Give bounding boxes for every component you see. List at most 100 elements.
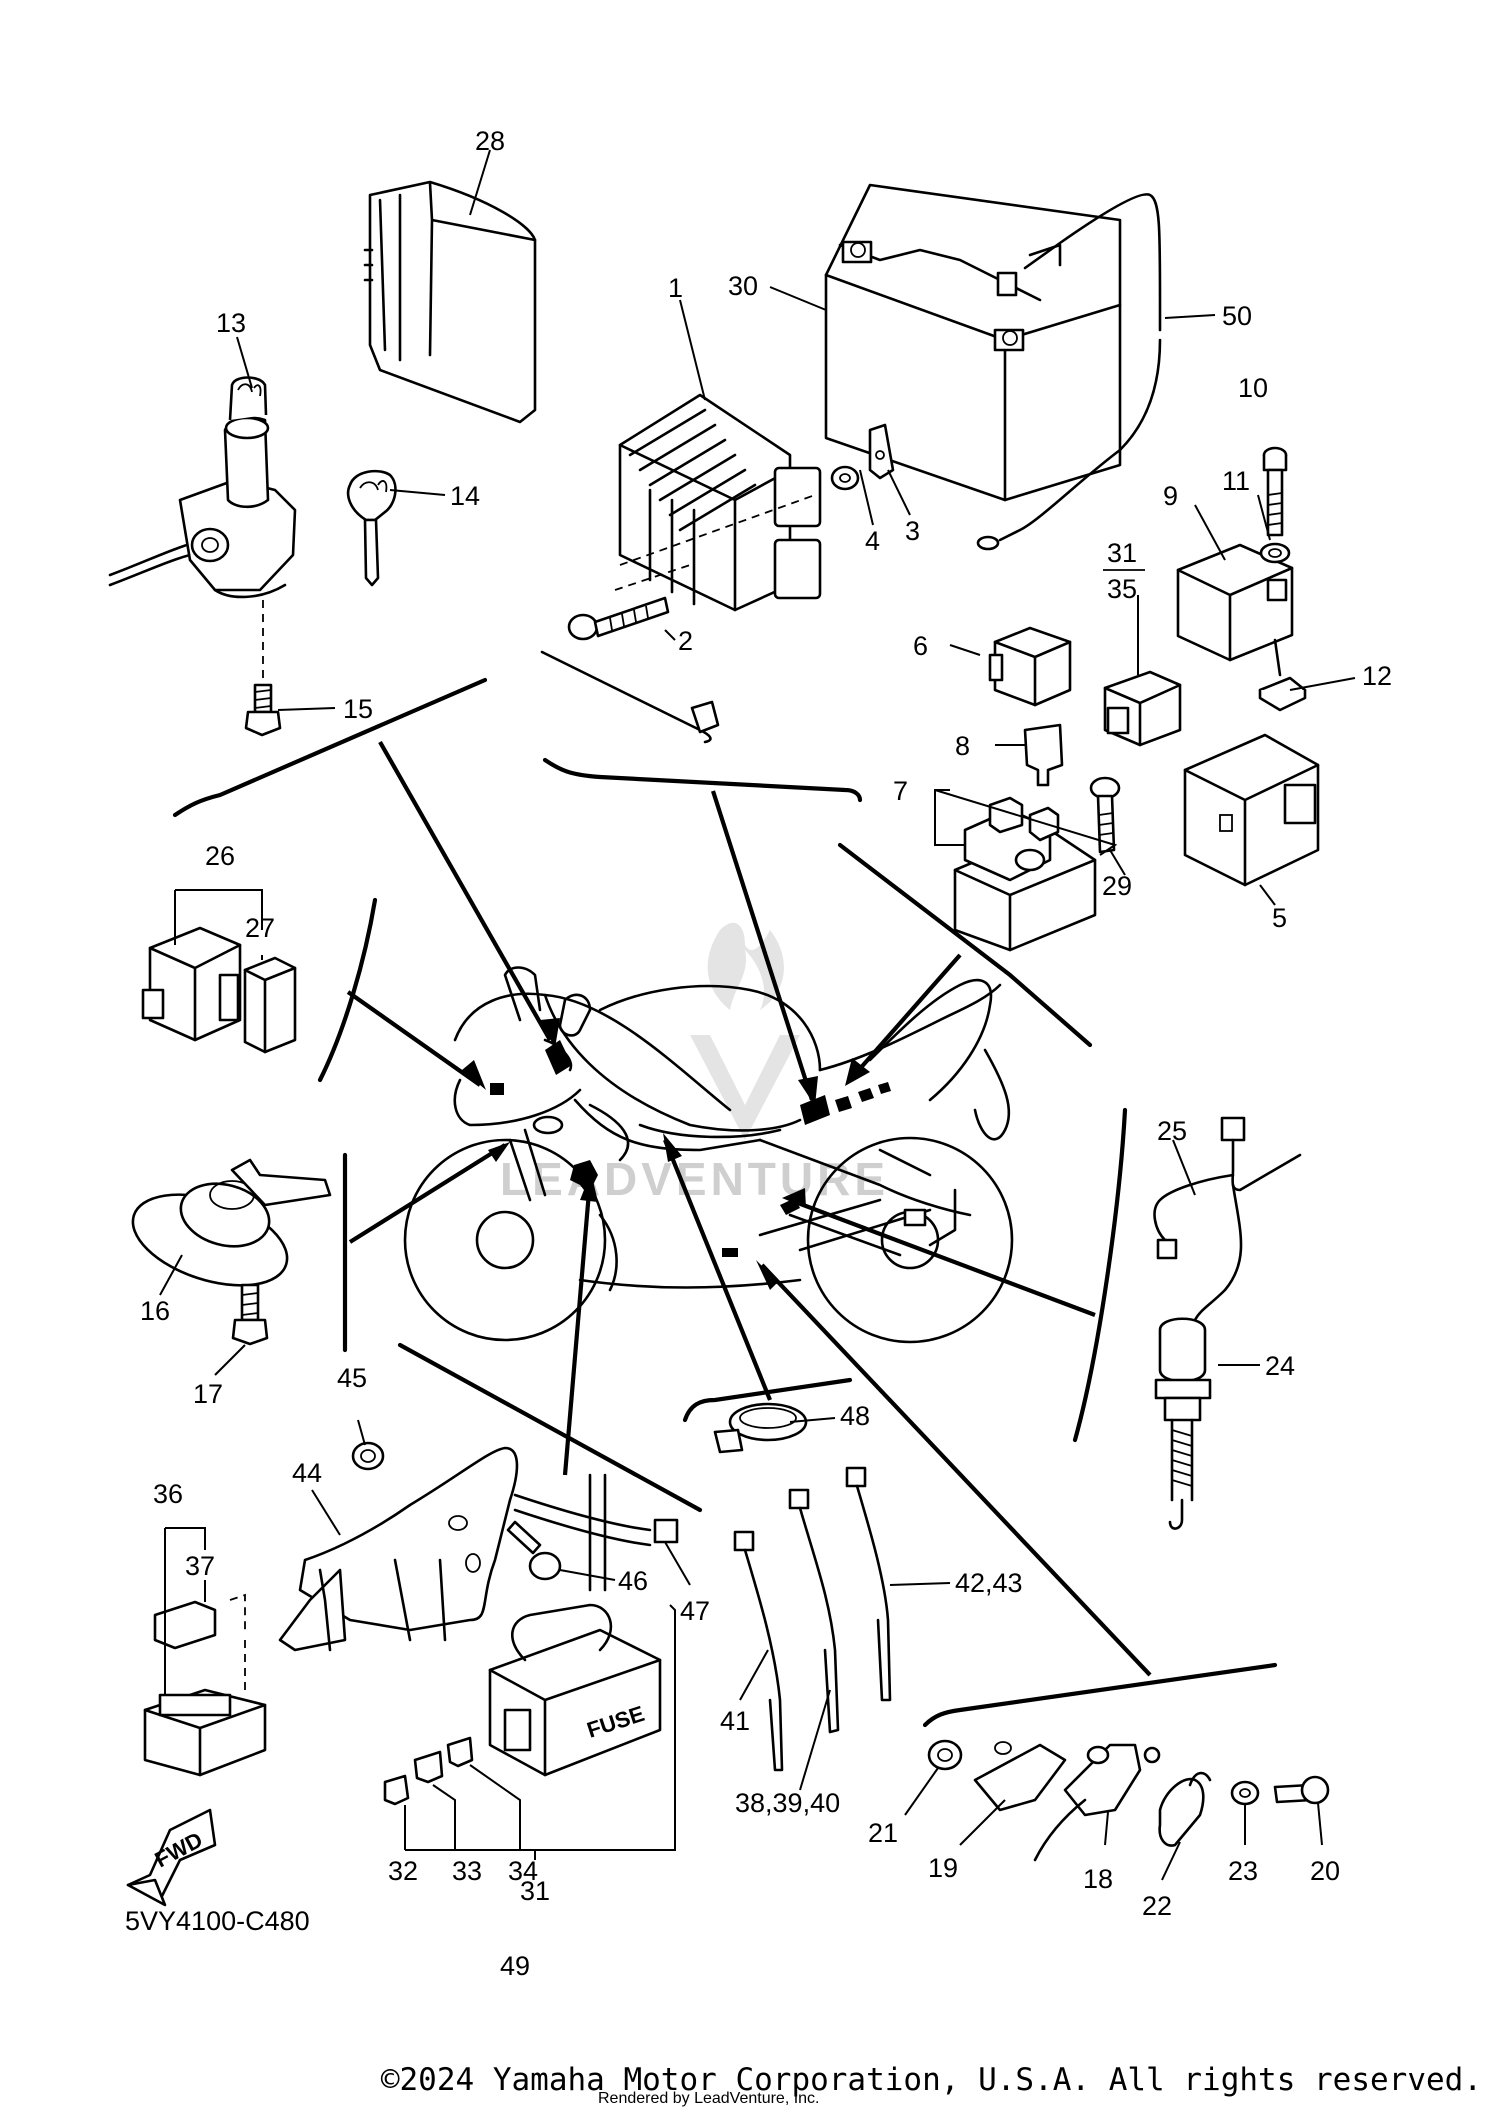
part-32-33-34-fuses bbox=[383, 1736, 474, 1806]
callout-6: 6 bbox=[913, 631, 928, 661]
part-47-clip bbox=[513, 1473, 679, 1592]
part-7-starter-relay bbox=[953, 796, 1097, 952]
callout-48: 48 bbox=[840, 1401, 870, 1431]
callout-10: 10 bbox=[1238, 373, 1268, 403]
part-5-unit bbox=[1183, 733, 1320, 887]
callout-46: 46 bbox=[618, 1566, 648, 1596]
part-2-bolt bbox=[567, 596, 670, 641]
part-15-bolt bbox=[244, 683, 282, 737]
part-6-relay bbox=[988, 626, 1072, 707]
rendered-by-text: Rendered by LeadVenture, Inc. bbox=[598, 2090, 820, 2107]
callout-37: 37 bbox=[185, 1551, 215, 1581]
part-1-rectifier bbox=[614, 393, 822, 612]
callout-13: 13 bbox=[216, 308, 246, 338]
callout-32: 32 bbox=[388, 1856, 418, 1886]
motorcycle-outline bbox=[403, 966, 1014, 1344]
callout-35: 35 bbox=[1107, 574, 1137, 604]
callout-31-bottom: 31 bbox=[520, 1876, 550, 1906]
part-41-cable-tie bbox=[733, 1530, 784, 1772]
callout-9: 9 bbox=[1163, 481, 1178, 511]
part-50-battery-cable bbox=[976, 193, 1162, 551]
fwd-arrow-icon: FWD bbox=[126, 1808, 217, 1907]
callout-47: 47 bbox=[680, 1596, 710, 1626]
callout-41: 41 bbox=[720, 1706, 750, 1736]
callout-33: 33 bbox=[452, 1856, 482, 1886]
callout-36: 36 bbox=[153, 1479, 183, 1509]
part-25-lead bbox=[1153, 1116, 1302, 1322]
callout-23: 23 bbox=[1228, 1856, 1258, 1886]
part-9-relay-unit bbox=[1176, 543, 1294, 677]
callout-3: 3 bbox=[905, 516, 920, 546]
callout-15: 15 bbox=[343, 694, 373, 724]
part-20-bolt bbox=[1273, 1775, 1330, 1805]
callout-14: 14 bbox=[450, 481, 480, 511]
callout-44: 44 bbox=[292, 1458, 322, 1488]
part-17-bolt bbox=[231, 1283, 269, 1346]
part-fuse-box: FUSE bbox=[488, 1603, 662, 1777]
part-21-nut bbox=[927, 1739, 963, 1771]
callout-17: 17 bbox=[193, 1379, 223, 1409]
callout-8: 8 bbox=[955, 731, 970, 761]
callout-11: 11 bbox=[1222, 466, 1250, 496]
part-18-switch bbox=[1033, 1743, 1161, 1862]
part-45-grommet bbox=[351, 1441, 385, 1471]
part-49-band bbox=[540, 650, 720, 744]
callout-28: 28 bbox=[475, 126, 505, 156]
callout-22: 22 bbox=[1142, 1891, 1172, 1921]
callout-26: 26 bbox=[205, 841, 235, 871]
callout-21: 21 bbox=[868, 1818, 898, 1848]
diagram-code: 5VY4100-C480 bbox=[125, 1906, 310, 1936]
part-42-43-cable-tie bbox=[845, 1466, 892, 1702]
callout-16: 16 bbox=[140, 1296, 170, 1326]
region-arrows bbox=[346, 740, 1152, 1677]
callout-12: 12 bbox=[1362, 661, 1392, 691]
callout-38-39-40: 38,39,40 bbox=[735, 1788, 840, 1818]
part-22-cover bbox=[1158, 1771, 1212, 1847]
part-28-ecu bbox=[363, 180, 537, 424]
part-10-bolt bbox=[1262, 446, 1288, 537]
part-12-nut bbox=[1258, 676, 1307, 712]
callout-labels: 28 1 2 4 3 30 50 13 14 15 10 11 9 12 31 … bbox=[140, 126, 1392, 1981]
part-13-main-switch bbox=[108, 376, 297, 680]
part-26-relay bbox=[141, 926, 242, 1042]
callout-34: 34 bbox=[508, 1856, 538, 1886]
leader-lines bbox=[159, 149, 1356, 1881]
part-27-cover bbox=[243, 956, 297, 1054]
part-44-bracket bbox=[278, 1446, 519, 1652]
part-30-battery bbox=[824, 183, 1122, 502]
callout-7: 7 bbox=[893, 776, 908, 806]
callout-19: 19 bbox=[928, 1853, 958, 1883]
part-3-4-washer-nut bbox=[830, 423, 895, 491]
callout-31-top: 31 bbox=[1107, 538, 1137, 568]
callout-27: 27 bbox=[245, 913, 275, 943]
callout-49: 49 bbox=[500, 1951, 530, 1981]
callout-20: 20 bbox=[1310, 1856, 1340, 1886]
callout-18: 18 bbox=[1083, 1864, 1113, 1894]
callout-45: 45 bbox=[337, 1363, 367, 1393]
part-11-washer bbox=[1259, 542, 1291, 564]
callout-29: 29 bbox=[1102, 871, 1132, 901]
part-8-fuse bbox=[1023, 723, 1064, 787]
part-14-key bbox=[346, 469, 397, 587]
part-35-relay bbox=[1103, 670, 1182, 747]
callout-24: 24 bbox=[1265, 1351, 1295, 1381]
callout-25: 25 bbox=[1157, 1116, 1187, 1146]
part-36-37-fuse-holder bbox=[143, 1593, 267, 1777]
copyright-notice: ©2024 Yamaha Motor Corporation, U.S.A. A… bbox=[380, 2062, 1482, 2098]
callout-1: 1 bbox=[668, 273, 683, 303]
part-29-bolt bbox=[1089, 776, 1121, 854]
callout-2: 2 bbox=[678, 626, 693, 656]
callout-42-43: 42,43 bbox=[955, 1568, 1023, 1598]
callout-30: 30 bbox=[728, 271, 758, 301]
part-38-40-cable-tie bbox=[788, 1488, 840, 1734]
part-16-horn bbox=[131, 1158, 332, 1287]
callout-5: 5 bbox=[1272, 903, 1287, 933]
region-brackets bbox=[172, 677, 1278, 1728]
part-48-clamp bbox=[713, 1402, 808, 1454]
callout-50: 50 bbox=[1222, 301, 1252, 331]
callout-4: 4 bbox=[865, 526, 880, 556]
part-24-switch bbox=[1154, 1317, 1212, 1530]
part-19-bracket bbox=[973, 1741, 1067, 1812]
part-23-washer bbox=[1230, 1780, 1260, 1806]
